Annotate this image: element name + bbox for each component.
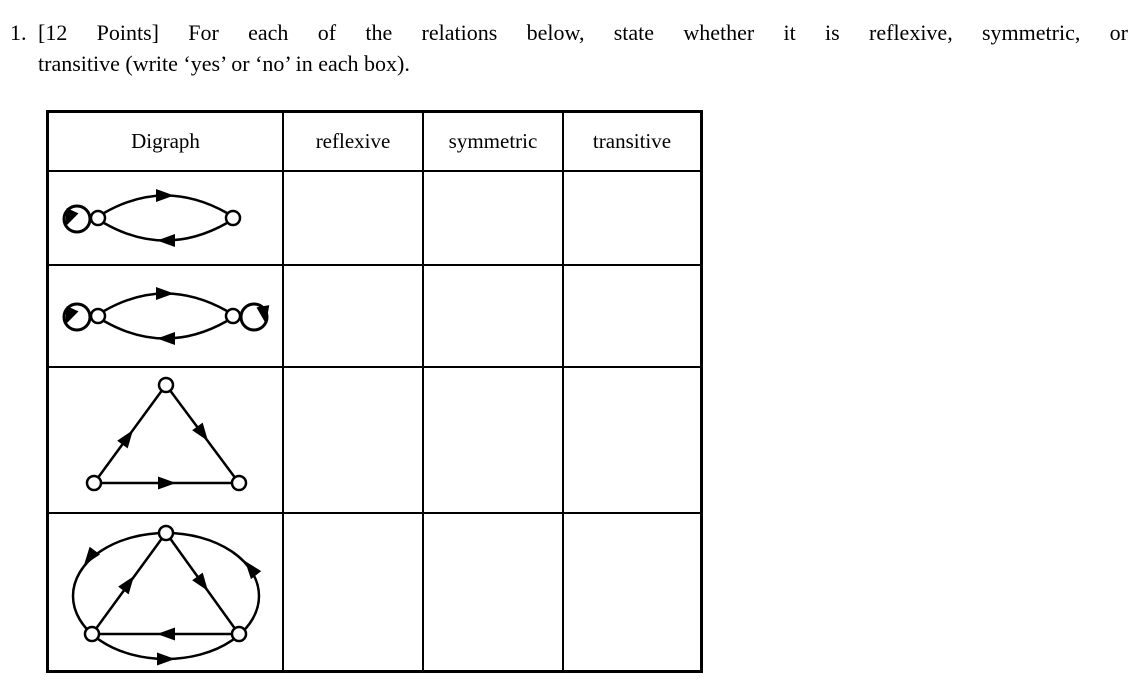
arrowhead — [157, 234, 175, 247]
arrowhead — [65, 305, 79, 325]
question: 1. [12 Points] For each of the relations… — [10, 17, 1128, 79]
graph-node-top — [157, 524, 175, 542]
arrowhead — [192, 422, 208, 441]
answer-box-3-reflexive[interactable] — [284, 368, 422, 512]
answer-box-1-transitive[interactable] — [564, 172, 700, 264]
arrowhead — [84, 546, 101, 565]
answer-box-2-reflexive[interactable] — [284, 266, 422, 366]
question-text: [12 Points] For each of the relations be… — [38, 17, 1128, 79]
graph-node-top — [157, 376, 175, 394]
answer-box-4-symmetric[interactable] — [424, 514, 562, 670]
graph-node-right — [230, 625, 248, 643]
question-text-line1: [12 Points] For each of the relations be… — [38, 20, 1128, 45]
digraph-3-triangle — [85, 376, 248, 492]
graph-node-right — [230, 474, 248, 492]
col-header-transitive: transitive — [564, 113, 700, 170]
graph-node-b — [224, 307, 242, 325]
arrowhead — [158, 476, 176, 490]
answer-box-4-transitive[interactable] — [564, 514, 700, 670]
arrowhead — [117, 430, 133, 449]
answer-box-3-symmetric[interactable] — [424, 368, 562, 512]
answer-box-1-symmetric[interactable] — [424, 172, 562, 264]
digraph-cell-1 — [49, 172, 282, 264]
question-number: 1. — [10, 20, 27, 45]
arrowhead — [65, 207, 79, 227]
digraph-cell-4 — [49, 514, 282, 670]
digraph-cell-2 — [49, 266, 282, 366]
answer-box-2-transitive[interactable] — [564, 266, 700, 366]
digraph-4-triangle-with-ellipse — [71, 524, 262, 666]
col-header-symmetric: symmetric — [424, 113, 562, 170]
digraph-1-two-nodes-left-loop — [62, 189, 242, 247]
arrowhead — [245, 561, 262, 580]
answer-box-1-reflexive[interactable] — [284, 172, 422, 264]
graph-node-left — [85, 474, 103, 492]
answer-box-3-transitive[interactable] — [564, 368, 700, 512]
question-text-line2: transitive (write ‘yes’ or ‘no’ in each … — [38, 51, 410, 76]
arrowhead — [156, 189, 174, 202]
arrowhead — [118, 576, 134, 595]
answer-box-4-reflexive[interactable] — [284, 514, 422, 670]
relations-table: Digraph reflexive symmetric transitive — [46, 110, 703, 673]
col-header-reflexive: reflexive — [284, 113, 422, 170]
digraph-2-two-nodes-both-loops — [62, 287, 270, 345]
ellipse-arcs — [71, 531, 261, 661]
arrowhead — [157, 627, 175, 641]
arrowhead — [256, 305, 270, 324]
arrowhead — [156, 287, 174, 300]
graph-node-b — [224, 209, 242, 227]
digraph-cell-3 — [49, 368, 282, 512]
answer-box-2-symmetric[interactable] — [424, 266, 562, 366]
graph-node-a — [89, 209, 107, 227]
col-header-digraph: Digraph — [49, 113, 282, 170]
graph-node-a — [89, 307, 107, 325]
graph-node-left — [83, 625, 101, 643]
arrowhead — [157, 652, 175, 666]
arrowhead — [157, 332, 175, 345]
arrowhead — [192, 572, 208, 591]
